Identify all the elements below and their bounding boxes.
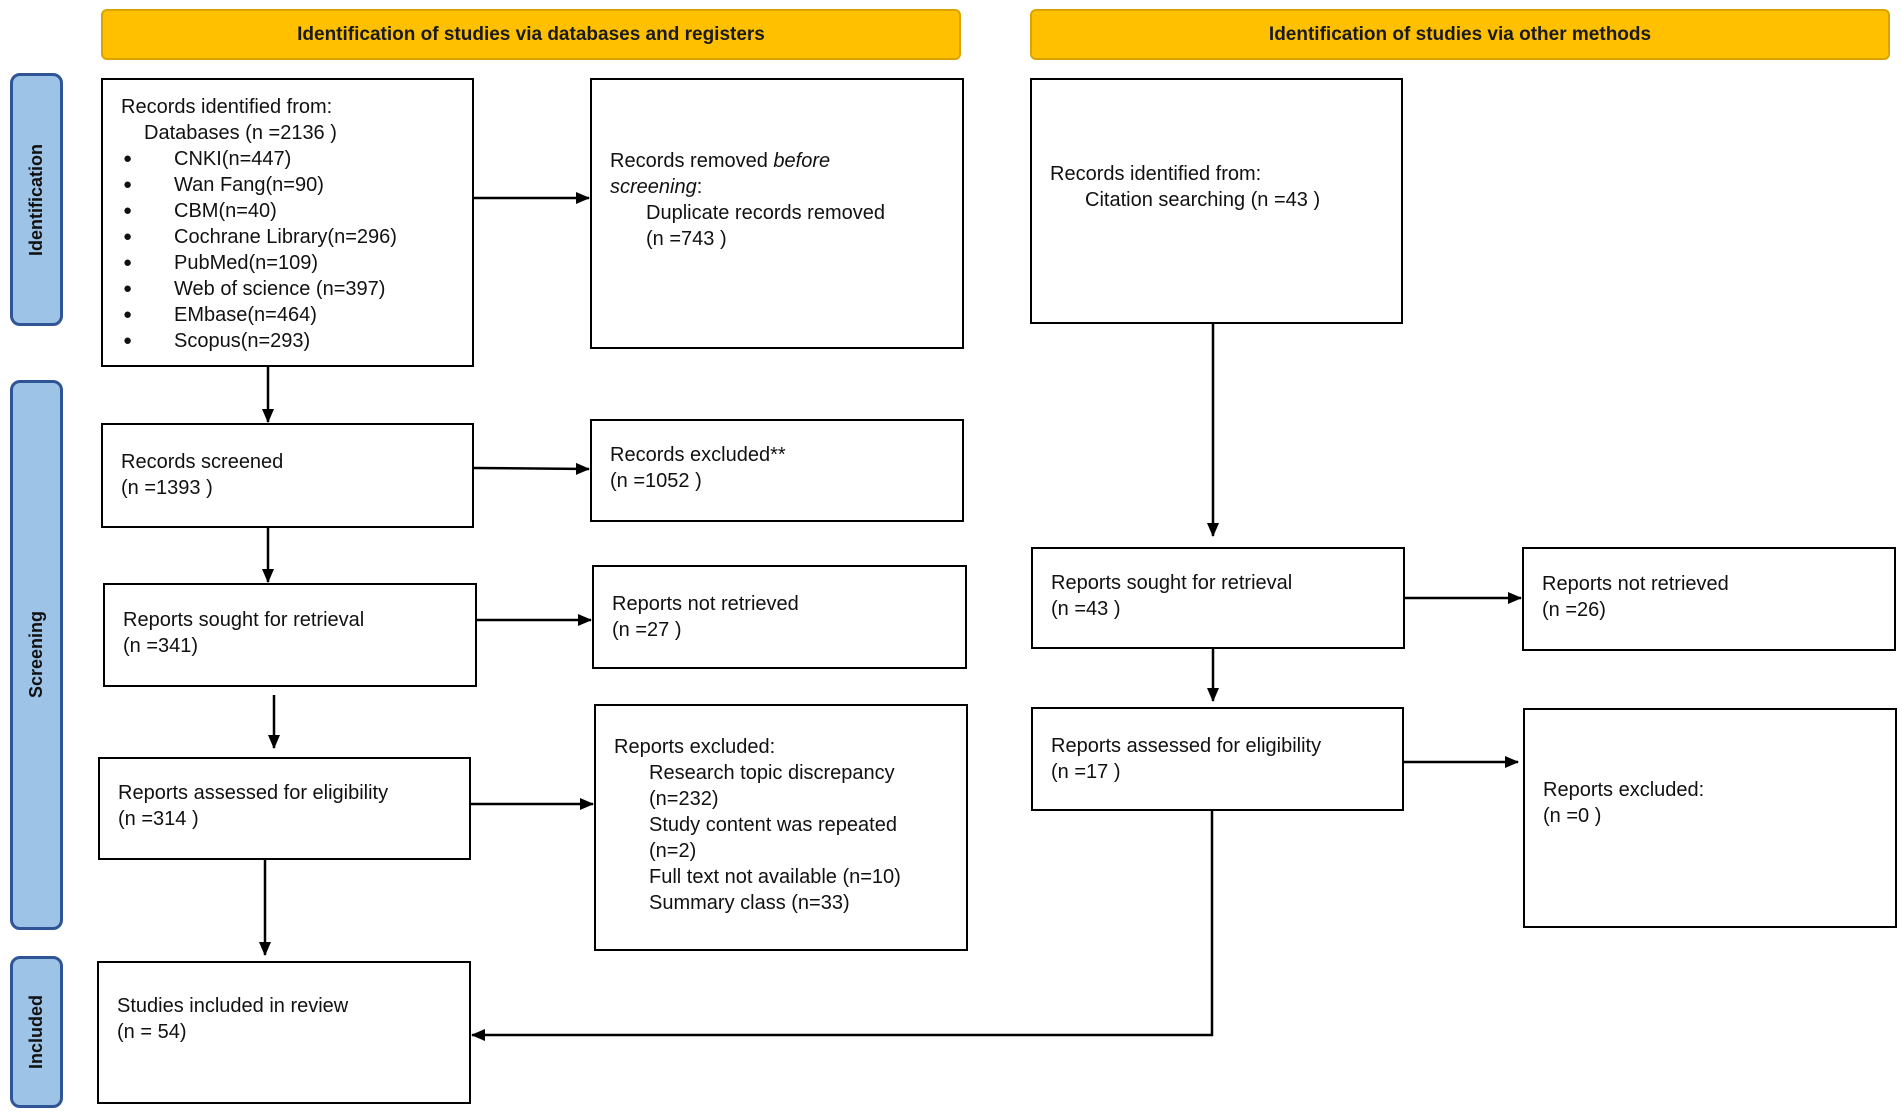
records-identified-other-title: Records identified from:: [1050, 163, 1262, 185]
records-identified-databases-box: Records identified from: Databases (n =2…: [101, 78, 474, 367]
reports-not-retrieved-databases-box: Reports not retrieved (n =27 ): [592, 565, 967, 669]
reports-sought-label: Reports sought for retrieval: [123, 609, 365, 631]
arrow-screened-to-excluded: [473, 462, 590, 475]
source-item: CBM(n=40): [121, 198, 472, 224]
records-removed-italic-before: before: [773, 150, 831, 172]
reports-excluded-other-title: Reports excluded:: [1543, 779, 1705, 801]
reports-not-retrieved-label: Reports not retrieved: [612, 593, 799, 615]
databases-count: Databases (n =2136 ): [144, 122, 337, 144]
reports-excluded-other-box: Reports excluded: (n =0 ): [1523, 708, 1897, 928]
studies-included-count: (n = 54): [117, 1021, 187, 1043]
reports-assessed-label: Reports assessed for eligibility: [118, 782, 389, 804]
records-identified-title: Records identified from:: [121, 96, 333, 118]
duplicate-records-count: (n =743 ): [646, 228, 727, 250]
records-screened-count: (n =1393 ): [121, 477, 213, 499]
source-item: CNKI(n=447): [121, 146, 472, 172]
phase-screening: Screening: [10, 380, 63, 930]
reports-sought-other-count: (n =43 ): [1051, 598, 1121, 620]
reports-excluded-databases-box: Reports excluded: Research topic discrep…: [594, 704, 968, 951]
reports-excluded-other-count: (n =0 ): [1543, 805, 1602, 827]
exclusion-reason: Study content was repeated: [649, 814, 897, 836]
records-removed-italic-screening: screening: [610, 176, 697, 198]
citation-searching-count: Citation searching (n =43 ): [1085, 189, 1321, 211]
header-other-methods-label: Identification of studies via other meth…: [1268, 23, 1652, 45]
reports-assessed-other-count: (n =17 ): [1051, 761, 1121, 783]
reports-not-retrieved-other-label: Reports not retrieved: [1542, 573, 1729, 595]
studies-included-label: Studies included in review: [117, 995, 349, 1017]
source-item: Cochrane Library(n=296): [121, 224, 472, 250]
source-item: Web of science (n=397): [121, 276, 472, 302]
reports-sought-databases-box: Reports sought for retrieval (n =341): [103, 583, 477, 687]
reports-sought-count: (n =341): [123, 635, 199, 657]
reports-assessed-other-box: Reports assessed for eligibility (n =17 …: [1031, 707, 1404, 811]
reports-not-retrieved-count: (n =27 ): [612, 619, 682, 641]
source-item: Wan Fang(n=90): [121, 172, 472, 198]
records-removed-title: Records removed before: [610, 148, 962, 174]
records-removed-title-2: screening:: [610, 174, 962, 200]
duplicate-records-label: Duplicate records removed: [646, 202, 885, 224]
records-screened-box: Records screened (n =1393 ): [101, 423, 474, 528]
exclusion-reason: Research topic discrepancy: [649, 762, 895, 784]
reports-excluded-title: Reports excluded:: [614, 736, 776, 758]
exclusion-reason-count: (n=232): [649, 788, 719, 810]
source-item: PubMed(n=109): [121, 250, 472, 276]
records-identified-other-box: Records identified from: Citation search…: [1030, 78, 1403, 324]
exclusion-reason: Full text not available (n=10): [649, 866, 901, 888]
records-removed-colon: :: [696, 176, 703, 198]
records-excluded-count: (n =1052 ): [610, 470, 702, 492]
studies-included-box: Studies included in review (n = 54): [97, 961, 471, 1104]
exclusion-reason: Summary class (n=33): [649, 892, 850, 914]
header-other-methods: Identification of studies via other meth…: [1030, 9, 1890, 60]
header-databases-label: Identification of studies via databases …: [297, 23, 765, 45]
records-removed-box: Records removed before screening: Duplic…: [590, 78, 964, 349]
source-item: EMbase(n=464): [121, 302, 472, 328]
reports-sought-other-box: Reports sought for retrieval (n =43 ): [1031, 547, 1405, 649]
records-screened-label: Records screened: [121, 451, 284, 473]
reports-sought-other-label: Reports sought for retrieval: [1051, 572, 1293, 594]
arrow-other-assessed-to-included: [471, 811, 1214, 1041]
records-excluded-box: Records excluded** (n =1052 ): [590, 419, 964, 522]
reports-assessed-other-label: Reports assessed for eligibility: [1051, 735, 1322, 757]
header-databases: Identification of studies via databases …: [101, 9, 961, 60]
source-item: Scopus(n=293): [121, 328, 472, 354]
database-source-list: CNKI(n=447) Wan Fang(n=90) CBM(n=40) Coc…: [121, 146, 472, 354]
phase-included: Included: [10, 956, 63, 1108]
phase-identification: Identification: [10, 73, 63, 326]
records-excluded-label: Records excluded**: [610, 444, 786, 466]
exclusion-reason-count: (n=2): [649, 840, 697, 862]
records-removed-prefix: Records removed: [610, 150, 774, 172]
reports-not-retrieved-other-box: Reports not retrieved (n =26): [1522, 547, 1896, 651]
reports-not-retrieved-other-count: (n =26): [1542, 599, 1606, 621]
reports-assessed-count: (n =314 ): [118, 808, 199, 830]
reports-assessed-databases-box: Reports assessed for eligibility (n =314…: [98, 757, 471, 860]
